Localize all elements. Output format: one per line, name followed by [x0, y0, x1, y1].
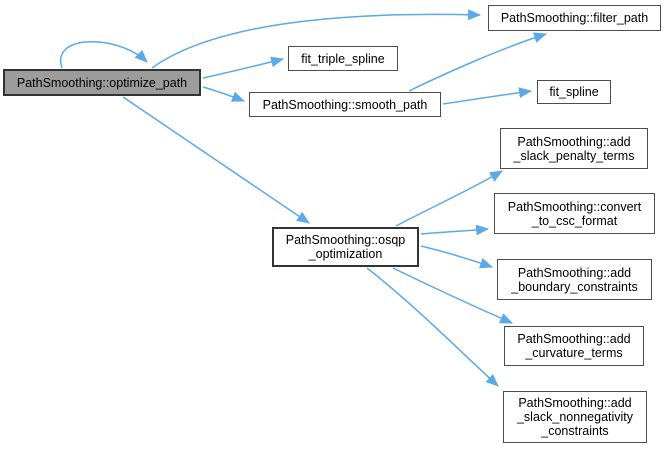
edge-optimize-path-to-filter-path: [151, 9, 482, 69]
edge-osqp-to-add-slack-penalty-terms: [395, 170, 503, 227]
node-add-curvature-terms[interactable]: PathSmoothing::add _curvature_terms: [504, 326, 644, 366]
edge-osqp-to-convert-to-csc-format: [420, 224, 490, 236]
edge-optimize-path-to-osqp-optimization: [122, 96, 310, 224]
node-smooth-path[interactable]: PathSmoothing::smooth_path: [249, 92, 441, 117]
node-osqp-optimization[interactable]: PathSmoothing::osqp _optimization: [272, 227, 419, 267]
node-convert-to-csc-format[interactable]: PathSmoothing::convert _to_csc_format: [494, 193, 655, 234]
edge-osqp-to-add-curvature-terms: [392, 267, 513, 324]
node-add-boundary-constraints[interactable]: PathSmoothing::add _boundary_constraints: [497, 259, 652, 300]
edge-optimize-path-to-fit-triple-spline: [202, 56, 285, 79]
edge-smooth-path-to-fit-spline: [442, 87, 533, 105]
node-fit-spline[interactable]: fit_spline: [537, 80, 611, 104]
node-fit-triple-spline[interactable]: fit_triple_spline: [288, 46, 398, 71]
edge-optimize-path-self-loop: [59, 40, 148, 69]
edge-smooth-path-to-filter-path: [408, 32, 548, 92]
edge-osqp-to-add-slack-nonnegativity-constraints: [366, 267, 499, 387]
edge-osqp-to-add-boundary-constraints: [420, 245, 494, 269]
edge-optimize-path-to-smooth-path: [202, 86, 246, 102]
node-optimize-path[interactable]: PathSmoothing::optimize_path: [3, 69, 201, 96]
node-filter-path[interactable]: PathSmoothing::filter_path: [488, 5, 661, 31]
node-add-slack-penalty-terms[interactable]: PathSmoothing::add _slack_penalty_terms: [500, 128, 648, 169]
node-add-slack-nonnegativity-constraints[interactable]: PathSmoothing::add _slack_nonnegativity …: [503, 391, 647, 443]
